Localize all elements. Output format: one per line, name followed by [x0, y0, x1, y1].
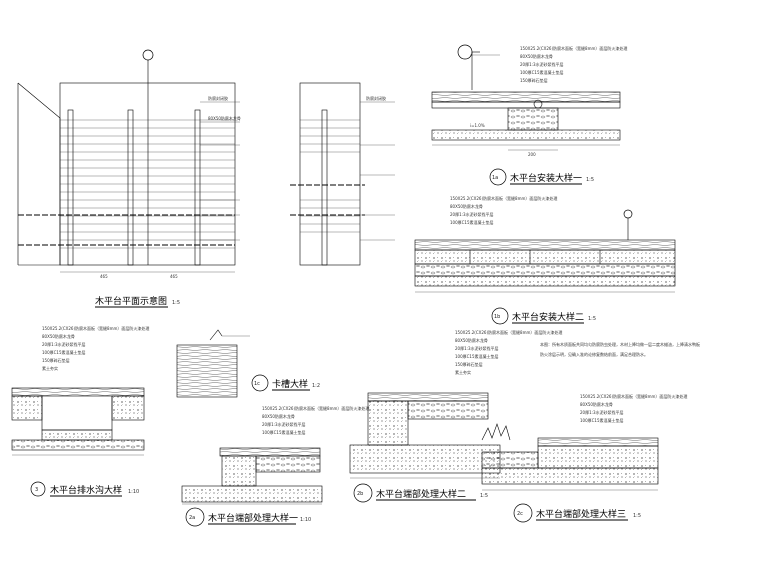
callout-2c: 2c	[517, 511, 523, 517]
plan-anno-sealant: 防腐封闭胶	[208, 95, 228, 101]
detail-2b-anno-gravel: 150厚碎石垫层	[455, 361, 483, 367]
detail-2a: 150X25.2(CX26)防腐木面板（宽缝8mm）面层防火漆处理 80X50防…	[181, 405, 369, 527]
callout-2b: 2b	[357, 491, 363, 497]
detail-1b: 150X25.2(CX26)防腐木面板（宽缝8mm）面层防火漆处理 80X50防…	[414, 195, 676, 325]
detail-2c-anno-mortar: 20厚1:3水泥砂浆找平层	[580, 409, 624, 415]
detail-2c-anno-joist: 80X50防腐木龙骨	[580, 401, 613, 407]
detail-1a-anno-deck: 150X25.2(CX26)防腐木面板（宽缝8mm）面层防火漆处理	[520, 45, 627, 51]
callout-1c: 1c	[254, 381, 260, 387]
detail-1a-anno-joist: 80X50防腐木龙骨	[520, 53, 553, 59]
plan-deck-boards	[60, 119, 235, 249]
detail-3-anno-soil: 素土夯实	[42, 365, 58, 371]
detail-2b-anno-mortar: 20厚1:3水泥砂浆找平层	[455, 345, 499, 351]
detail-1a-scale: 1:5	[586, 177, 594, 183]
detail-2c-anno-concrete: 100厚C15素混凝土垫层	[580, 417, 624, 423]
detail-2b-anno-joist: 80X50防腐木龙骨	[455, 337, 488, 343]
detail-1a-dim: 200	[528, 152, 536, 157]
detail-2a-title: 木平台端部处理大样一	[208, 512, 298, 524]
detail-2b-title: 木平台端部处理大样二	[376, 488, 466, 500]
detail-1c-scale: 1:2	[312, 383, 320, 389]
detail-3-anno-gravel: 150厚碎石垫层	[42, 357, 70, 363]
plan-dim-2: 465	[170, 274, 178, 279]
detail-1c-title: 卡槽大样	[272, 378, 308, 390]
detail-2b-anno-deck: 150X25.2(CX26)防腐木面板（宽缝8mm）面层防火漆处理	[455, 329, 562, 335]
detail-1b-title: 木平台安装大样二	[512, 311, 584, 323]
detail-2b-anno-concrete: 100厚C15素混凝土垫层	[455, 353, 499, 359]
callout-3: 3	[35, 487, 38, 493]
detail-1a-anno-mortar: 20厚1:3水泥砂浆找平层	[520, 61, 564, 67]
detail-1b-anno-deck: 150X25.2(CX26)防腐木面板（宽缝8mm）面层防火漆处理	[450, 195, 557, 201]
detail-1a: i=1.0% 200 150X25.2(CX26)防腐木面板（宽缝8mm）面层防…	[431, 44, 627, 186]
notes-line-1: 本图：所有木质面板共同均匀防腐防虫处理，木材上降均做一层二度木蜡油，上降清水鸭板	[540, 341, 700, 347]
detail-2a-anno-deck: 150X25.2(CX26)防腐木面板（宽缝8mm）面层防火漆处理	[262, 405, 369, 411]
detail-2c: 150X25.2(CX26)防腐木面板（宽缝8mm）面层防火漆处理 80X50防…	[481, 393, 687, 523]
detail-2c-anno-deck: 150X25.2(CX26)防腐木面板（宽缝8mm）面层防火漆处理	[580, 393, 687, 399]
detail-2a-scale: 1:10	[300, 517, 311, 523]
plan-dim-1: 465	[100, 274, 108, 279]
detail-2a-anno-mortar: 20厚1:3水泥砂浆找平层	[262, 421, 306, 427]
detail-3-title: 木平台排水沟大样	[50, 484, 122, 496]
detail-1a-title: 木平台安装大样一	[510, 172, 582, 184]
detail-1c: 1c 卡槽大样 1:2	[176, 329, 320, 398]
detail-2a-anno-concrete: 100厚C15素混凝土垫层	[262, 429, 306, 435]
detail-3-anno-joist: 80X50防腐木龙骨	[42, 333, 75, 339]
plan-view: 465 465 防腐封闭胶 80X50防腐木龙骨	[17, 49, 241, 279]
detail-1b-scale: 1:5	[588, 316, 596, 322]
detail-2c-title: 木平台端部处理大样三	[536, 508, 626, 520]
detail-1b-anno-joist: 80X50防腐木龙骨	[450, 203, 483, 209]
elev-anno-sealant: 防腐封闭胶	[366, 95, 386, 101]
plan-elevation: 防腐封闭胶	[290, 82, 395, 266]
callout-1a: 1a	[492, 175, 498, 181]
plan-title: 木平台平面示意图	[95, 295, 167, 307]
detail-2c-scale: 1:5	[633, 513, 641, 519]
detail-2a-anno-joist: 80X50防腐木龙骨	[262, 413, 295, 419]
detail-3-anno-concrete: 100厚C15素混凝土垫层	[42, 349, 86, 355]
detail-2b-anno-soil: 素土夯实	[455, 369, 471, 375]
detail-1b-anno-concrete: 100厚C15素混凝土垫层	[450, 219, 494, 225]
detail-2b: 150X25.2(CX26)防腐木面板（宽缝8mm）面层防火漆处理 80X50防…	[349, 329, 562, 503]
detail-1a-anno-gravel: 150厚碎石垫层	[520, 77, 548, 83]
detail-1a-slope: i=1.0%	[470, 123, 485, 128]
plan-anno-joist: 80X50防腐木龙骨	[208, 115, 241, 121]
plan-scale: 1:5	[172, 300, 180, 306]
detail-2b-scale: 1:5	[480, 493, 488, 499]
detail-3-anno-mortar: 20厚1:3水泥砂浆找平层	[42, 341, 86, 347]
notes-line-2: 防火涂层示明，见确入准的论修复数结前面，满足合理防水。	[540, 351, 648, 357]
general-notes: 本图：所有木质面板共同均匀防腐防虫处理，木材上降均做一层二度木蜡油，上降清水鸭板…	[540, 341, 700, 357]
callout-2a: 2a	[189, 515, 195, 521]
detail-3-anno-deck: 150X25.2(CX26)防腐木面板（宽缝8mm）面层防火漆处理	[42, 325, 149, 331]
detail-1b-anno-mortar: 20厚1:3水泥砂浆找平层	[450, 211, 494, 217]
callout-1b: 1b	[494, 314, 500, 320]
detail-1a-anno-concrete: 100厚C15素混凝土垫层	[520, 69, 564, 75]
detail-3: 150X25.2(CX26)防腐木面板（宽缝8mm）面层防火漆处理 80X50防…	[11, 325, 149, 497]
detail-3-scale: 1:10	[128, 489, 139, 495]
